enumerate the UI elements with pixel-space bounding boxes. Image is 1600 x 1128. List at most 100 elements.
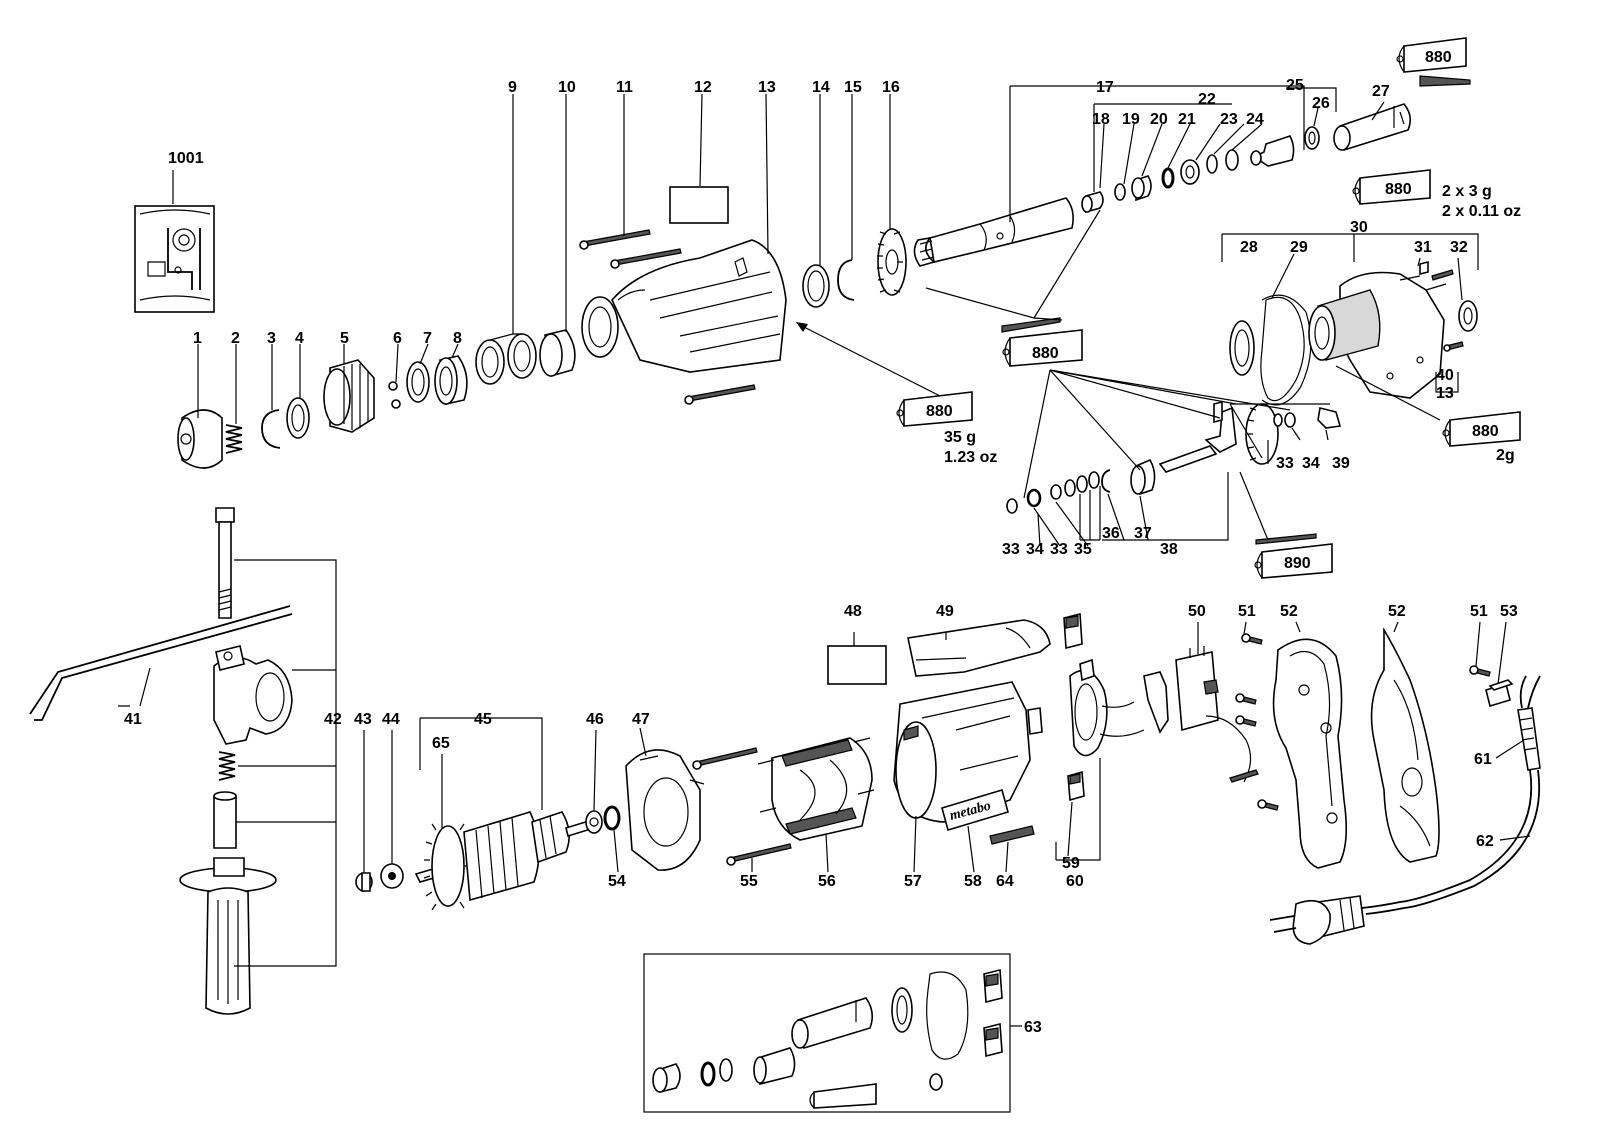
part-42-bolt [215,507,235,619]
part-15-circlip [837,259,855,301]
label-15: 15 [844,79,862,96]
label-3: 3 [267,330,276,347]
leader-lines-top [172,85,1479,547]
label-9: 9 [508,79,517,96]
part-33-34-39-upper [1273,407,1342,429]
part-9-rings [475,333,537,385]
label-11: 11 [616,79,633,96]
label-45: 45 [474,711,492,728]
tube-mid-label: 880 [1385,181,1412,198]
label-10: 10 [558,79,576,96]
part-23-o-ring [1206,154,1218,174]
mid-qty-oz: 2 x 0.11 oz [1442,203,1521,220]
label-35: 35 [1074,541,1092,558]
label-12: 12 [694,79,712,96]
label-50: 50 [1188,603,1206,620]
part-57-motor-housing [893,681,1043,823]
part-48-label [827,645,887,685]
label-59: 59 [1062,855,1080,872]
label-19: 19 [1122,111,1140,128]
part-44-bearing [380,863,404,889]
label-24: 24 [1246,111,1264,128]
part-51-screw-right [1469,665,1491,677]
label-34a: 34 [1302,455,1320,472]
part-2-spring [225,424,243,454]
part-42-handle [179,857,277,1015]
label-52b: 52 [1388,603,1406,620]
label-47: 47 [632,711,650,728]
label-18: 18 [1092,111,1110,128]
label-42: 42 [324,711,342,728]
label-43: 43 [354,711,372,728]
label-64: 64 [996,873,1014,890]
label-54: 54 [608,873,626,890]
part-6-ball [388,381,401,409]
label-46: 46 [586,711,604,728]
label-53: 53 [1500,603,1518,620]
part-37-clutch [1130,458,1156,496]
label-26: 26 [1312,95,1330,112]
label-49: 49 [936,603,954,620]
label-28: 28 [1240,239,1258,256]
part-51-screws-left [1235,633,1279,811]
part-17-spindle [913,197,1074,267]
part-25-piston [1250,135,1295,167]
part-30-intermediate-flange [1308,271,1447,399]
part-52-handle-shell-left [1272,638,1348,869]
label-13: 13 [758,79,776,96]
part-1-chuck-sleeve [177,409,223,469]
part-45-armature [414,811,595,911]
right-qty: 2g [1496,447,1515,464]
part-62-cable [1361,769,1540,915]
label-32: 32 [1450,239,1468,256]
label-36: 36 [1102,525,1120,542]
label-37: 37 [1134,525,1152,542]
part-40-screw [1443,341,1464,352]
part-13-gear-housing [581,239,787,373]
part-46-bearing [585,810,603,834]
part-32-ring [1458,300,1478,332]
part-59-carbon-brush [1067,770,1085,802]
housing-qty: 35 g [944,429,976,446]
part-56-stator [757,737,875,841]
part-60-brush-holder-top [1063,612,1083,650]
part-36-circlip [1101,469,1111,493]
label-21: 21 [1178,111,1196,128]
part-26-ring [1304,126,1320,150]
part-20-bush [1131,175,1152,202]
label-63: 63 [1024,1019,1042,1036]
part-21-o-ring [1161,167,1175,189]
part-7-spring-ring [406,361,430,403]
label-27: 27 [1372,83,1390,100]
part-29-gasket [1260,294,1312,406]
grease-tube-890: 890 [1254,533,1333,579]
label-16: 16 [882,79,900,96]
label-65: 65 [432,735,450,752]
label-58: 58 [964,873,982,890]
tube-spindle-label: 880 [1032,345,1059,362]
part-5-collar [323,359,375,433]
label-17: 17 [1096,79,1114,96]
part-50-switch [1143,646,1259,783]
grease-tube-housing: 880 [896,391,973,427]
part-4-washer [286,397,310,439]
tube-top-label: 880 [1425,49,1452,66]
leader-lines-bottom [118,559,1531,967]
part-24-ring [1225,149,1239,171]
part-58-rating-plate: metabo [941,788,1009,832]
label-39: 39 [1332,455,1350,472]
label-20: 20 [1150,111,1168,128]
label-51b: 51 [1470,603,1488,620]
label-38: 38 [1160,541,1178,558]
part-53-terminal [1485,679,1514,708]
label-33a: 33 [1276,455,1294,472]
label-52a: 52 [1280,603,1298,620]
label-1: 1 [193,330,202,347]
label-1001: 1001 [168,150,204,167]
part-52-handle-shell-right [1370,627,1440,863]
mid-qty: 2 x 3 g [1442,183,1492,200]
part-12-label [669,186,729,224]
part-14-ring [802,264,830,308]
tube-housing-label: 880 [926,403,953,420]
